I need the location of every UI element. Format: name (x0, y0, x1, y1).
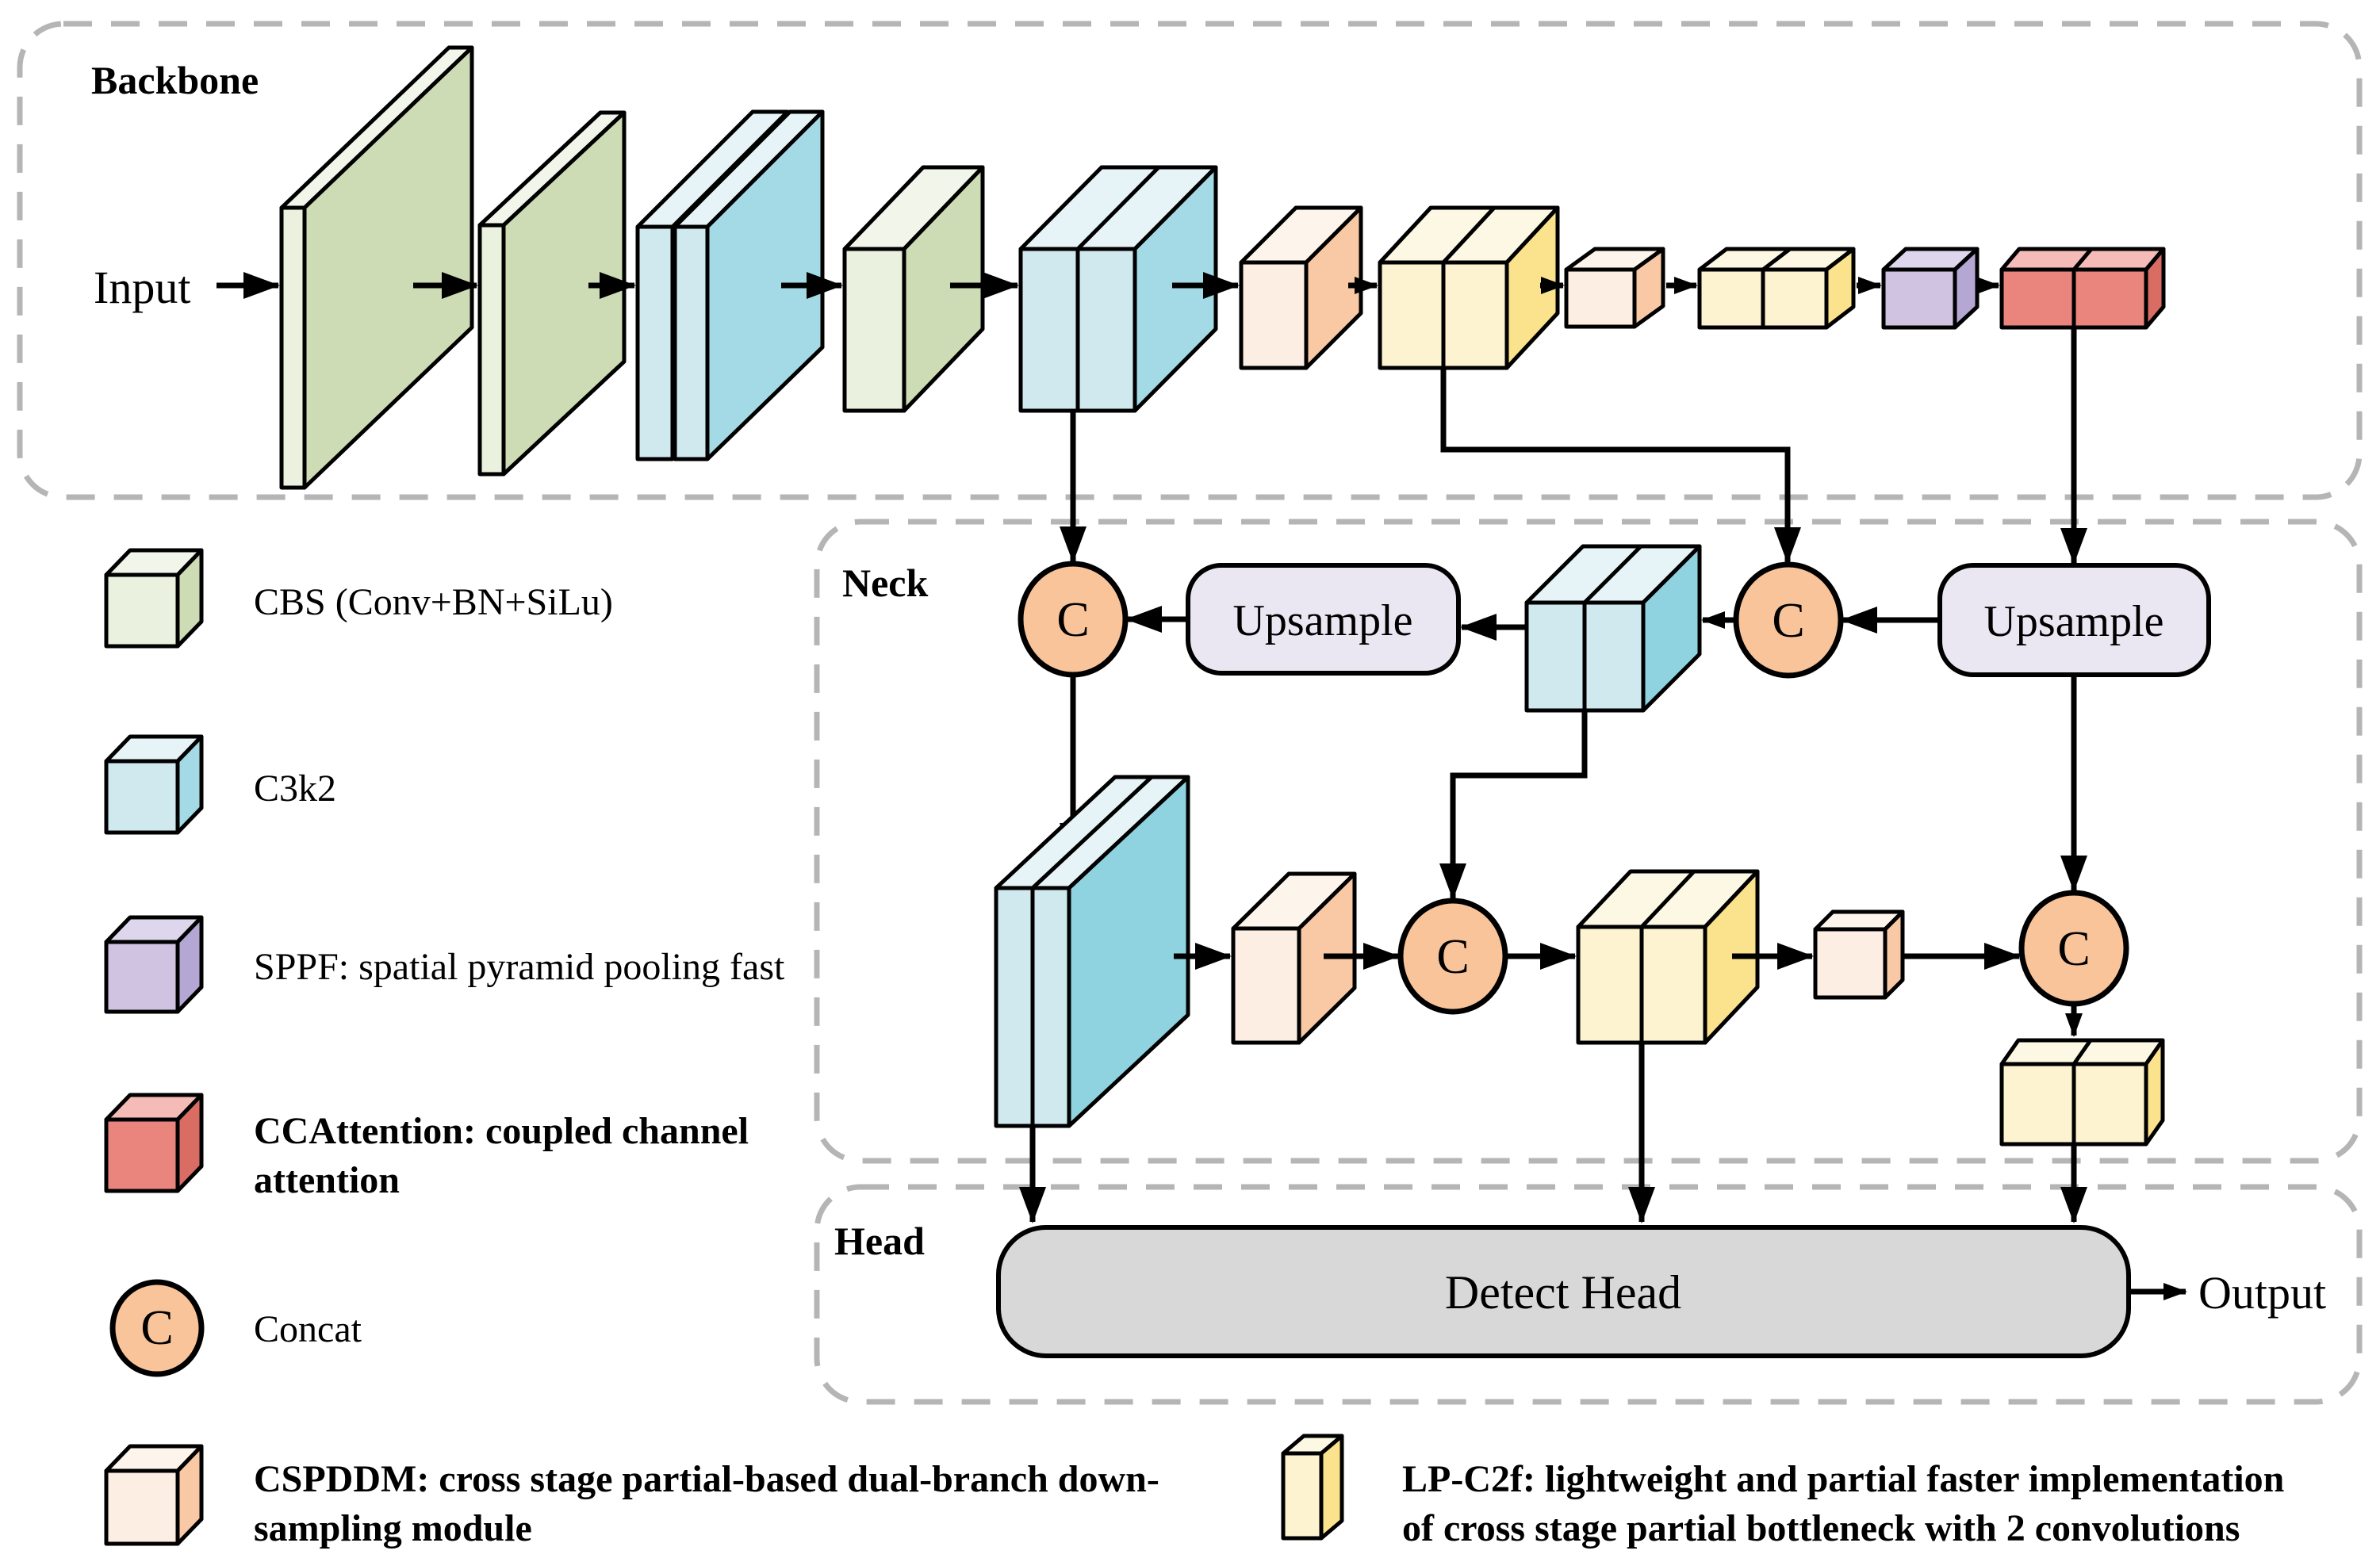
block-side-face (1883, 909, 1905, 1000)
concat-node-3: C (1397, 898, 1508, 1015)
legend-label-sppf: SPPF: spatial pyramid pooling fast (254, 946, 785, 988)
block-front-face (1813, 927, 1888, 1000)
legend-label-cspddm-line2: sampling module (254, 1507, 532, 1549)
upsample-label: Upsample (1232, 596, 1412, 645)
backbone-cspddm-block-2 (1564, 247, 1665, 329)
flow-arrow-lpc2f-to-concat2 (1440, 368, 1801, 564)
backbone-lp-c2f-block-1 (1378, 205, 1560, 370)
block-front-face (842, 247, 906, 413)
legend-item-cspddm: CSPDDM: cross stage partial-based dual-b… (104, 1444, 1159, 1549)
backbone-cbs-plate-2 (477, 110, 627, 477)
concat-label: C (1436, 930, 1469, 984)
legend-plate-front-face (1281, 1451, 1324, 1541)
neck-section: Neck C Upsample C (814, 327, 2363, 1164)
backbone-cspddm-block-1 (1239, 205, 1363, 370)
plate-front-face (673, 224, 710, 461)
legend-label-cspddm-line1: CSPDDM: cross stage partial-based dual-b… (254, 1458, 1159, 1500)
neck-cspddm-cube (1813, 909, 1905, 1000)
head-dashed-box (814, 1184, 2363, 1405)
block-divider (2072, 247, 2093, 271)
concat-label: C (1772, 594, 1804, 648)
backbone-c3k2-block (1018, 165, 1218, 413)
plate-front-face (635, 224, 675, 461)
head-title: Head (834, 1219, 925, 1263)
concat-label: C (1056, 593, 1089, 647)
neck-lp-c2f-block (1576, 869, 1760, 1045)
concat-node-1: C (1018, 561, 1129, 678)
backbone-dashed-box (17, 21, 2363, 500)
backbone-c3k2-plate-group (635, 109, 825, 461)
plate-front-face (477, 223, 506, 477)
legend: CBS (Conv+BN+SiLu) C3k2 SPPF: spatial py… (104, 548, 2284, 1549)
output-label: Output (2198, 1267, 2326, 1319)
legend-cube-front-face (104, 940, 180, 1014)
backbone-cbs-plate-1 (279, 45, 474, 490)
concat-label: C (2057, 922, 2090, 976)
block-divider (2071, 1039, 2093, 1066)
legend-cube-front-face (104, 1468, 180, 1546)
neck-lp-c2f-cube (1999, 1038, 2165, 1147)
legend-item-cbs: CBS (Conv+BN+SiLu) (104, 548, 613, 649)
detect-head-node: Detect Head (996, 1225, 2131, 1358)
backbone-section: Backbone Input (17, 21, 2363, 500)
upsample-box-1: Upsample (1186, 563, 1461, 676)
legend-cube-front-face (104, 572, 180, 649)
legend-label-cbs: CBS (Conv+BN+SiLu) (254, 581, 613, 623)
backbone-ccattention-block (1999, 247, 2166, 330)
block-divider (1442, 206, 1496, 264)
backbone-lp-c2f-block-2 (1697, 247, 1856, 330)
neck-title: Neck (842, 561, 928, 605)
legend-label-lp-c2f-line2: of cross stage partial bottleneck with 2… (1402, 1507, 2240, 1549)
legend-item-concat: C Concat (109, 1279, 362, 1377)
legend-item-sppf: SPPF: spatial pyramid pooling fast (104, 915, 785, 1014)
legend-cube-front-face (104, 759, 180, 835)
block-front-face (1881, 267, 1957, 330)
legend-item-lp-c2f: LP-C2f: lightweight and partial faster i… (1281, 1434, 2284, 1549)
legend-label-ccattention-line1: CCAttention: coupled channel (254, 1110, 749, 1152)
detect-head-label: Detect Head (1445, 1266, 1681, 1319)
neck-c3k2-slab (994, 775, 1190, 1128)
block-divider (1076, 166, 1160, 251)
legend-label-c3k2: C3k2 (254, 768, 336, 810)
upsample-label: Upsample (1983, 597, 2163, 646)
legend-label-lp-c2f-line1: LP-C2f: lightweight and partial faster i… (1402, 1458, 2284, 1500)
block-front-face (1564, 267, 1637, 329)
legend-cube-front-face (104, 1117, 180, 1193)
neck-c3k2-cube (1524, 544, 1702, 713)
backbone-cbs-block (842, 165, 985, 413)
block-divider (1761, 247, 1792, 271)
plate-front-face (279, 205, 307, 490)
flow-arrow-cube-to-concat3 (1439, 710, 1588, 900)
legend-concat-circle (109, 1279, 205, 1377)
plate-side-face (501, 110, 627, 477)
legend-plate-side-face (1319, 1434, 1344, 1541)
upsample-box-2: Upsample (1937, 563, 2211, 677)
block-divider (1031, 775, 1153, 890)
concat-node-2: C (1733, 561, 1844, 679)
head-section: Head Detect Head Output (814, 1043, 2363, 1405)
legend-label-concat: Concat (254, 1308, 362, 1350)
legend-item-ccattention: CCAttention: coupled channel attention (104, 1093, 749, 1201)
block-divider (1640, 870, 1696, 928)
legend-label-ccattention-line2: attention (254, 1159, 400, 1201)
neck-dashed-box (814, 519, 2363, 1164)
block-front-face (1231, 926, 1301, 1045)
concat-node-4: C (2018, 890, 2129, 1007)
block-front-face (1239, 260, 1309, 370)
backbone-title: Backbone (91, 58, 259, 102)
legend-item-c3k2: C3k2 (104, 734, 336, 835)
legend-concat-letter: C (140, 1301, 173, 1355)
backbone-sppf-block (1881, 247, 1980, 330)
input-label: Input (94, 262, 190, 313)
block-divider (1583, 545, 1642, 604)
